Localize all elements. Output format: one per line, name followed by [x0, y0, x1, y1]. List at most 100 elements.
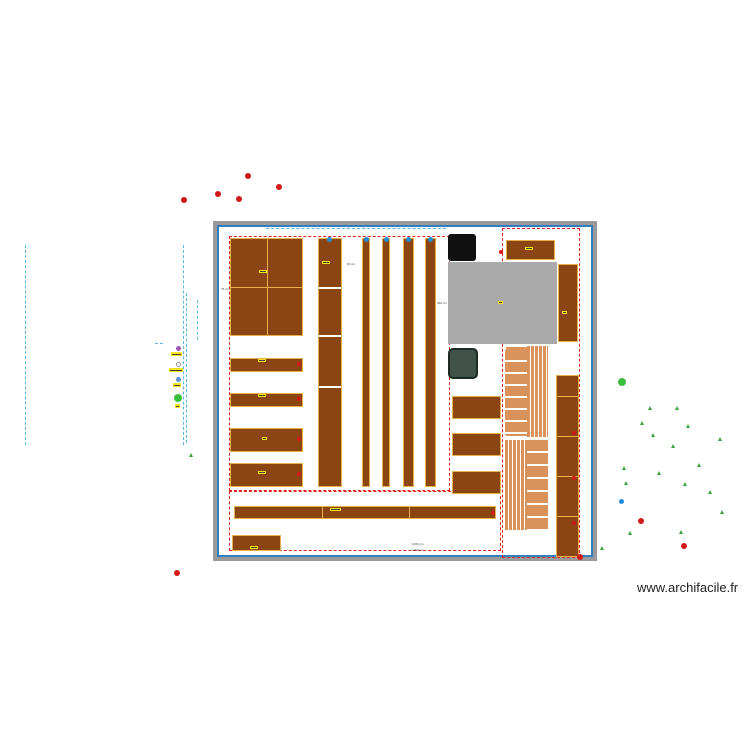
- shrub-marker-icon[interactable]: [600, 546, 604, 550]
- bed-bottom-long[interactable]: [234, 506, 496, 519]
- water-line: [186, 293, 187, 443]
- shrub-marker-icon[interactable]: [651, 433, 655, 437]
- bed-column-2[interactable]: [382, 238, 390, 487]
- dimension-bed-width: 75 cm: [221, 287, 230, 291]
- inner-wall: [217, 225, 593, 557]
- dimension-width-top: 1060 cm: [412, 542, 424, 546]
- tree-marker-icon[interactable]: [245, 173, 251, 179]
- water-tank-icon[interactable]: [448, 234, 476, 261]
- shrub-marker-icon[interactable]: [708, 490, 712, 494]
- bed-bottom-small-label: ▬▬: [250, 545, 258, 549]
- irrigation-zone-bottom: [229, 491, 501, 551]
- shrub-marker-icon[interactable]: [697, 463, 701, 467]
- emitter-icon[interactable]: [572, 431, 576, 435]
- tap-icon[interactable]: [327, 237, 332, 242]
- bed-column-3[interactable]: [403, 238, 414, 487]
- tree-marker-icon[interactable]: [174, 570, 180, 576]
- bed-right-vertical[interactable]: [558, 264, 578, 342]
- tree-marker-icon[interactable]: [577, 554, 583, 560]
- tap-icon[interactable]: [406, 237, 411, 242]
- shrub-marker-icon[interactable]: [640, 421, 644, 425]
- tap-icon[interactable]: [364, 237, 369, 242]
- bed-left-2-label: ▬▬: [258, 393, 266, 397]
- bed-right-top[interactable]: [506, 240, 555, 260]
- bed-column-1[interactable]: [362, 238, 370, 487]
- legend-label: ▬▬: [173, 383, 181, 387]
- shrub-marker-icon[interactable]: [622, 466, 626, 470]
- tree-marker-icon[interactable]: [276, 184, 282, 190]
- bed-right-column[interactable]: [556, 375, 579, 557]
- emitter-icon[interactable]: [491, 511, 495, 515]
- path-stripes-1: [505, 350, 527, 435]
- bed-mid-1[interactable]: [452, 396, 501, 419]
- bed-left-1[interactable]: [230, 358, 303, 372]
- legend-label: ▬: [175, 404, 180, 408]
- dimension-greenhouse: 300 cm: [437, 301, 447, 305]
- emitter-icon[interactable]: [297, 362, 301, 366]
- shrub-marker-icon[interactable]: [671, 444, 675, 448]
- emitter-icon[interactable]: [297, 472, 301, 476]
- shrub-marker-icon[interactable]: [718, 437, 722, 441]
- bed-column-wide-label: ▬▬: [322, 260, 330, 264]
- bed-mid-2[interactable]: [452, 433, 501, 456]
- tap-icon[interactable]: [619, 499, 624, 504]
- shrub-marker-icon[interactable]: [657, 471, 661, 475]
- watermark: www.archifacile.fr: [637, 580, 739, 595]
- shrub-marker-icon[interactable]: [648, 406, 652, 410]
- bed-column-wide[interactable]: [318, 238, 342, 487]
- compost-bin-icon[interactable]: [448, 348, 478, 379]
- shrub-marker-icon[interactable]: [686, 424, 690, 428]
- legend-label: ▬▬▬▬: [169, 368, 183, 372]
- bed-left-4[interactable]: [230, 463, 303, 487]
- dimension-gap: 60 cm: [347, 262, 356, 266]
- tap-icon[interactable]: [384, 237, 389, 242]
- emitter-icon[interactable]: [499, 250, 503, 254]
- tree-marker-icon[interactable]: [181, 197, 187, 203]
- path-stripes-4: [527, 440, 548, 530]
- bed-mid-3[interactable]: [452, 471, 501, 494]
- shrub-marker-icon[interactable]: [174, 394, 182, 402]
- bed-bottom-long-label: ▬▬▬: [330, 507, 341, 511]
- path-stripes-2: [527, 346, 548, 437]
- bed-left-2[interactable]: [230, 393, 303, 407]
- shrub-marker-icon[interactable]: [675, 406, 679, 410]
- shrub-marker-icon[interactable]: [624, 481, 628, 485]
- bed-right-vertical-label: ▬: [562, 310, 567, 314]
- bed-right-top-label: ▬▬: [525, 246, 533, 250]
- emitter-icon[interactable]: [297, 397, 301, 401]
- legend-marker-purple: [176, 346, 181, 351]
- bed-left-3[interactable]: [230, 428, 303, 452]
- tap-icon[interactable]: [428, 237, 433, 242]
- bed-bottom-small[interactable]: [232, 535, 281, 551]
- bed-large[interactable]: [230, 238, 303, 336]
- emitter-icon[interactable]: [572, 476, 576, 480]
- tree-marker-icon[interactable]: [236, 196, 242, 202]
- legend-label: ▬▬▬: [171, 352, 182, 356]
- shrub-marker-icon[interactable]: [720, 510, 724, 514]
- tree-marker-icon[interactable]: [638, 518, 644, 524]
- path-stripes-3: [505, 440, 527, 530]
- shrub-marker-icon[interactable]: [618, 378, 626, 386]
- water-line: [155, 343, 163, 344]
- irrigation-zone-right: [502, 228, 580, 558]
- dimension-width-bottom: 1060 cm: [412, 548, 424, 552]
- bed-column-4[interactable]: [425, 238, 436, 487]
- bed-large-label: ▬▬: [259, 269, 267, 273]
- bed-left-3-label: ▬: [262, 436, 267, 440]
- tree-marker-icon[interactable]: [681, 543, 687, 549]
- water-line: [183, 245, 184, 445]
- shrub-marker-icon[interactable]: [679, 530, 683, 534]
- greenhouse-label: ▬: [498, 300, 503, 304]
- water-line: [266, 228, 446, 229]
- shrub-marker-icon[interactable]: [683, 482, 687, 486]
- tree-marker-icon[interactable]: [215, 191, 221, 197]
- bed-left-1-label: ▬▬: [258, 358, 266, 362]
- shrub-marker-icon[interactable]: [189, 453, 193, 457]
- water-line: [25, 245, 26, 445]
- emitter-icon[interactable]: [572, 521, 576, 525]
- legend-marker-blue: [176, 377, 181, 382]
- shrub-marker-icon[interactable]: [628, 531, 632, 535]
- emitter-icon[interactable]: [297, 437, 301, 441]
- legend-marker-white: [176, 362, 181, 367]
- water-line: [197, 300, 198, 340]
